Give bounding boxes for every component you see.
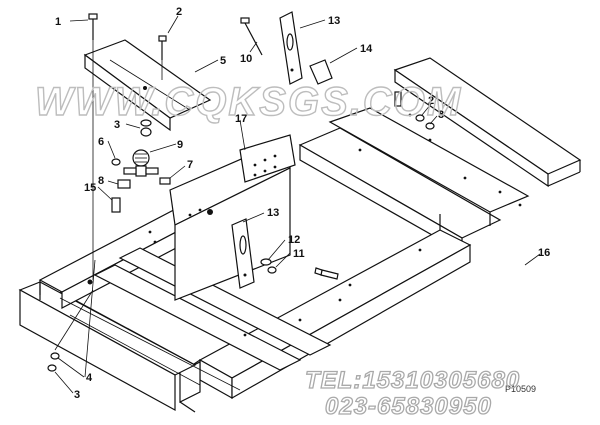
hardware-upper-right [394,91,435,130]
nut-11 [267,266,277,274]
callout-5: 5 [220,55,226,67]
callout-12: 12 [288,234,300,246]
washer-12 [260,258,272,266]
callout-3: 3 [114,119,120,131]
drain-valve-9 [123,149,159,177]
callout-3-right: 3 [438,109,444,121]
callout-13: 13 [328,15,340,27]
callout-2: 2 [176,6,182,18]
callout-9: 9 [177,139,183,151]
fitting-7 [159,177,171,185]
callout-labels: 1 2 5 10 13 14 3 9 6 7 8 15 17 2 3 13 12… [55,6,550,401]
fitting-8 [117,179,131,189]
lifting-bracket-13-mid [231,218,255,289]
lifting-bracket-13-top [279,11,303,85]
leader-lines [54,15,541,394]
bolt-1 [54,13,98,351]
callout-16: 16 [538,247,550,259]
inner-channels [59,247,332,391]
bolt-16 [314,267,339,280]
callout-14: 14 [360,43,373,55]
watermark-text: WWW.CQKSGS.COM [35,80,462,124]
bolt-10 [240,17,263,56]
rear-cross-rail [393,57,582,188]
middle-cross-rails [298,107,530,254]
part-code: P10509 [505,384,536,394]
bolt-2 [158,35,167,80]
mounting-bracket [83,39,212,132]
fitting-6 [111,158,121,166]
callout-7: 7 [187,159,193,171]
fitting-15 [111,197,121,213]
callout-6: 6 [98,136,104,148]
nut-3-lower [47,364,57,372]
callout-3-lower: 3 [74,389,80,401]
callout-4: 4 [86,372,93,384]
callout-8: 8 [98,175,104,187]
spacer-block-14 [309,59,333,85]
frame-side-plate [87,113,522,337]
callout-11: 11 [293,248,305,260]
callout-10: 10 [240,53,252,65]
washer-4 [50,352,60,360]
callout-13-mid: 13 [267,207,279,219]
callout-2-right: 2 [428,95,434,107]
phone-text-2: 023-65830950 [325,393,492,420]
callout-1: 1 [55,16,61,28]
nut-3-upper [140,119,152,137]
callout-17: 17 [235,113,247,125]
callout-15: 15 [84,182,96,194]
phone-text: TEL:15310305680 [305,367,520,394]
